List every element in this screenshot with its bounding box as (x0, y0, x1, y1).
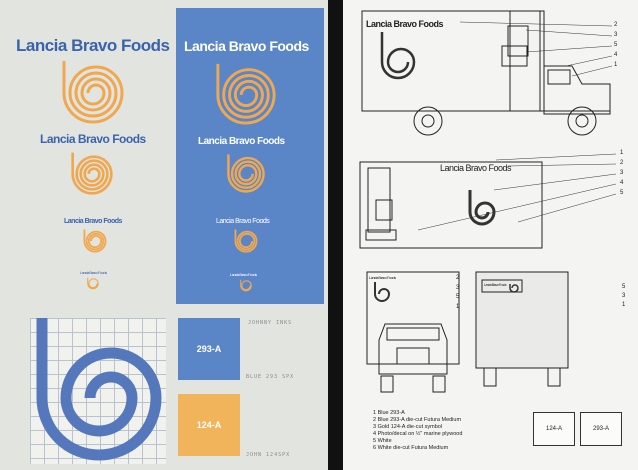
swatch-gold: 124-A (178, 394, 240, 456)
logo-wordmark-large: Lancia Bravo Foods (16, 36, 170, 55)
swatch-gold-label: 124-A (196, 420, 222, 430)
callout-side-1: 1 (620, 150, 624, 156)
callout-front-1: 1 (456, 304, 460, 310)
callout-front-3: 3 (456, 285, 460, 291)
callout-truck-1: 1 (614, 62, 618, 68)
callout-side-2: 2 (620, 160, 624, 166)
truck-rear-drawing (475, 271, 569, 387)
legend-item-4: 4 Photo/decal on ½" marine plywood (373, 431, 463, 437)
callout-side-4: 4 (620, 180, 624, 186)
callout-truck-3: 3 (614, 32, 618, 38)
spiral-logo-icon-medium (71, 152, 113, 195)
front-wordmark: Lancia Bravo Foods (369, 275, 396, 280)
spiral-logo-icon-reverse-medium (227, 154, 265, 193)
callout-side-5: 5 (620, 190, 624, 196)
callout-rear-3: 3 (622, 293, 626, 299)
logo-wordmark-reverse-small: Lancia Bravo Foods (216, 218, 270, 225)
swatch-blue-sub-note: BLUE 293 SPX (246, 374, 295, 380)
spiral-construction-icon (36, 318, 162, 461)
ref-swatch-gold-label: 124-A (545, 426, 562, 432)
callout-rear-1: 1 (622, 302, 626, 308)
ref-swatch-gold: 124-A (533, 412, 575, 446)
logo-wordmark-tiny: Lancia Bravo Foods (80, 270, 107, 275)
swatch-gold-note: JOHN 124SPX (246, 452, 291, 458)
spiral-logo-icon-large (62, 61, 124, 124)
callout-truck-5: 5 (614, 42, 618, 48)
logo-wordmark-reverse-tiny: Lancia Bravo Foods (230, 272, 257, 277)
truck-side-wordmark: Lancia Bravo Foods (366, 19, 444, 29)
spiral-logo-icon-reverse-tiny (240, 279, 252, 292)
truck-front-drawing (366, 271, 460, 393)
ref-swatch-blue-label: 293-A (592, 426, 609, 432)
box-side-wordmark: Lancia Bravo Foods (440, 163, 512, 173)
logo-wordmark-medium: Lancia Bravo Foods (40, 132, 146, 146)
spiral-logo-icon-small (83, 229, 107, 253)
callout-truck-4: 4 (614, 52, 618, 58)
rear-wordmark: Lancia Bravo Foods (484, 283, 507, 287)
legend-item-6: 6 White die-cut Futura Medium (373, 445, 449, 451)
callout-side-3: 3 (620, 170, 624, 176)
legend-item-2: 2 Blue 293-A die-cut Futura Medium (373, 417, 462, 423)
swatch-blue-note: JOHNNY INKS (248, 320, 293, 326)
logo-wordmark-reverse-large: Lancia Bravo Foods (184, 38, 309, 54)
spiral-logo-icon-tiny (87, 277, 99, 290)
left-page-logo-studies: Lancia Bravo Foods Lancia Bravo Foods La… (0, 0, 328, 470)
spiral-logo-icon-reverse-large (216, 63, 276, 125)
construction-grid (30, 318, 166, 464)
callout-rear-5: 5 (622, 284, 626, 290)
callout-front-2: 2 (456, 275, 460, 281)
ref-swatch-blue: 293-A (580, 412, 622, 446)
logo-wordmark-reverse-medium: Lancia Bravo Foods (198, 136, 285, 147)
box-side-panel-drawing (359, 153, 617, 249)
swatch-blue-label: 293-A (196, 344, 222, 354)
logo-wordmark-small: Lancia Bravo Foods (64, 218, 122, 225)
swatch-blue: 293-A (178, 318, 240, 380)
color-legend: 1 Blue 293-A 2 Blue 293-A die-cut Futura… (373, 410, 462, 452)
legend-item-5: 5 White (373, 438, 392, 444)
truck-side-drawing (361, 10, 613, 136)
legend-item-3: 3 Gold 124-A die-cut symbol (373, 424, 443, 430)
callout-truck-2: 2 (614, 22, 618, 28)
blue-reverse-panel: Lancia Bravo Foods Lancia Bravo Foods La… (176, 8, 324, 304)
legend-item-1: 1 Blue 293-A (373, 410, 405, 416)
spiral-logo-icon-reverse-small (234, 229, 258, 253)
callout-front-5: 5 (456, 294, 460, 300)
